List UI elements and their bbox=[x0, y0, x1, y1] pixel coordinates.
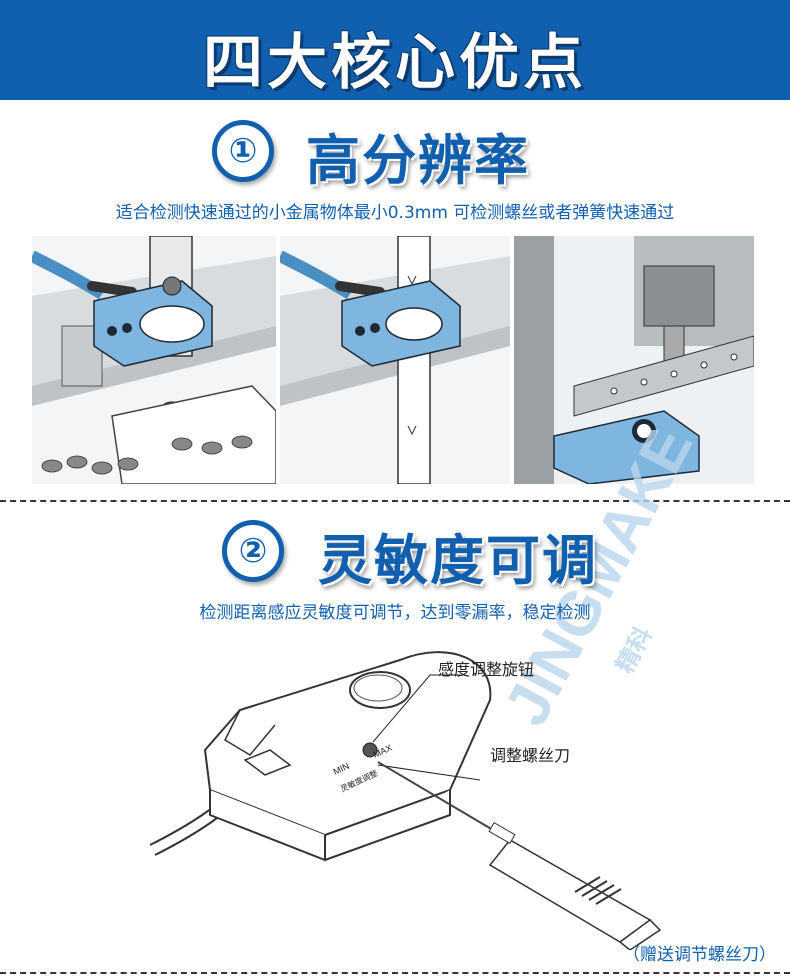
screwdriver-gift-note: （赠送调节螺丝刀） bbox=[623, 945, 776, 965]
header-banner: 四大核心优点 bbox=[0, 0, 790, 100]
section2-number-badge: ② bbox=[222, 520, 284, 582]
photo-tube-through-sensor bbox=[280, 236, 510, 484]
photo-screw-falling-into-box bbox=[32, 236, 276, 484]
section2-title: 灵敏度可调 bbox=[318, 529, 598, 592]
section1-number-badge: ① bbox=[212, 120, 274, 182]
section1-photo-strip bbox=[32, 236, 754, 484]
screwdriver-callout-label: 调整螺丝刀 bbox=[490, 746, 571, 765]
sensitivity-adjustment-diagram: MIN MAX 灵敏度调整 感度调整旋钮 调整螺丝刀 bbox=[149, 630, 690, 951]
section1-heading: ① 高分辨率 bbox=[0, 116, 790, 192]
section-divider-1 bbox=[0, 500, 790, 502]
section-divider-2 bbox=[0, 972, 790, 974]
section1-title: 高分辨率 bbox=[306, 129, 530, 192]
banner-title: 四大核心优点 bbox=[203, 28, 587, 98]
photo-spring-feeder-sensor bbox=[514, 236, 754, 484]
section2-description: 检测距离感应灵敏度可调节，达到零漏率，稳定检测 bbox=[199, 603, 591, 623]
section1-description: 适合检测快速通过的小金属物体最小0.3mm 可检测螺丝或者弹簧快速通过 bbox=[115, 203, 675, 223]
section2-heading: ② 灵敏度可调 bbox=[0, 516, 790, 592]
knob-callout-label: 感度调整旋钮 bbox=[438, 660, 535, 679]
